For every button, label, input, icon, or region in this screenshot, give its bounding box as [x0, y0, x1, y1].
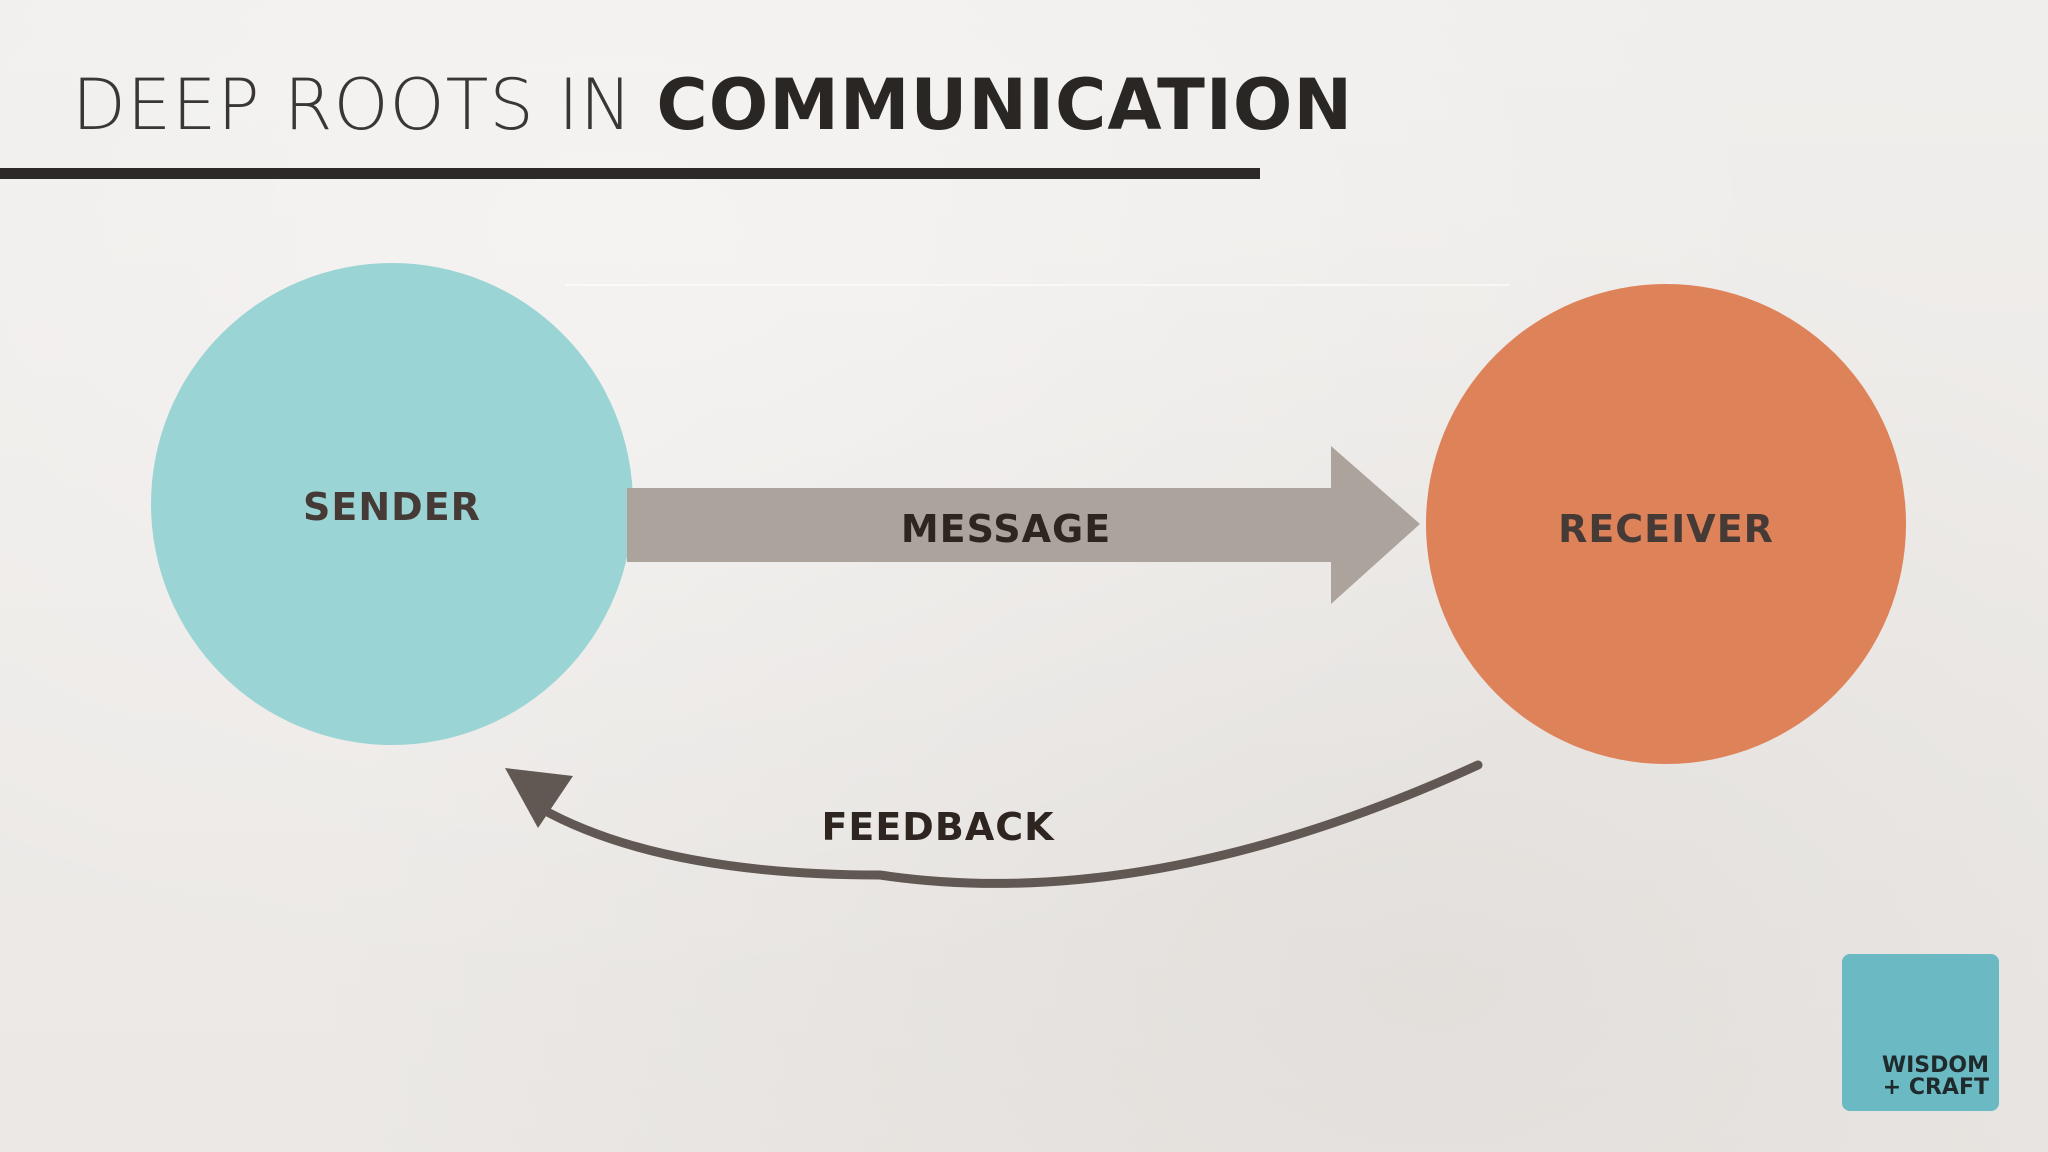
title-light-part: DEEP ROOTS IN: [72, 64, 657, 146]
wisdom-craft-logo: WISDOM + CRAFT: [1842, 954, 1999, 1111]
feedback-arrow-shaft: [535, 760, 1483, 888]
receiver-node: [1426, 284, 1906, 764]
feedback-label: FEEDBACK: [821, 805, 1055, 849]
receiver-label: RECEIVER: [1558, 507, 1774, 551]
feedback-arrowhead: [505, 768, 573, 828]
faint-divider: [565, 284, 1510, 286]
sender-label: SENDER: [303, 485, 481, 529]
message-label: MESSAGE: [901, 507, 1111, 551]
message-arrow: [627, 446, 1420, 604]
logo-text-line2: + CRAFT: [1882, 1075, 1989, 1100]
slide-title: DEEP ROOTS IN COMMUNICATION: [72, 60, 1353, 150]
sender-node: [151, 263, 633, 745]
title-bold-part: COMMUNICATION: [656, 64, 1354, 146]
logo-text-line1: WISDOM: [1881, 1053, 1989, 1078]
title-underline: [0, 168, 1260, 179]
